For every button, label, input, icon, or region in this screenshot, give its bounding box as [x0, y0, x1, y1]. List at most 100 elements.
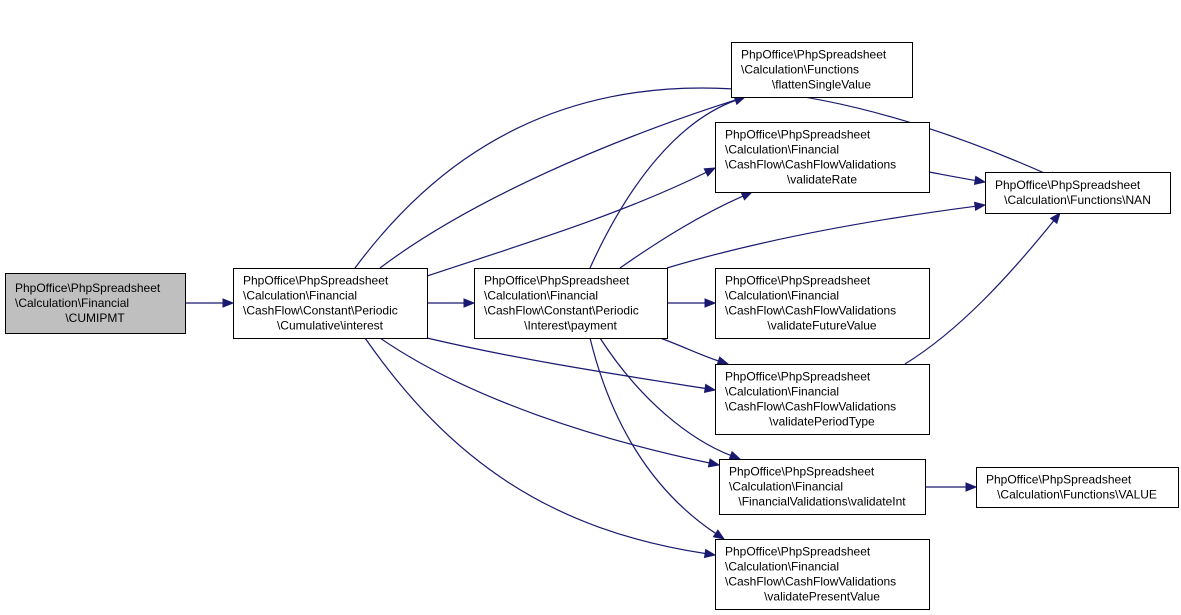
node-box[interactable]	[233, 268, 428, 339]
edge-interest-to-validateInt	[379, 337, 721, 468]
edge-line	[379, 337, 711, 464]
edge-validateRate-to-nan	[928, 171, 987, 186]
arrow-head-icon	[973, 201, 987, 212]
edge-cumipmt-to-interest	[185, 298, 235, 308]
node-validateRate[interactable]: PhpOffice\PhpSpreadsheet\Calculation\Fin…	[715, 122, 930, 193]
edge-line	[426, 171, 708, 277]
node-label-line: \CUMIPMT	[65, 311, 125, 325]
node-label-line: PhpOffice\PhpSpreadsheet	[995, 178, 1141, 192]
arrow-head-icon	[704, 298, 717, 308]
arrow-head-icon	[973, 175, 987, 186]
edge-interest-to-nan	[354, 87, 1062, 269]
node-label-line: \Calculation\Financial	[15, 296, 129, 310]
node-label-line: \flattenSingleValue	[772, 78, 872, 92]
arrow-head-icon	[707, 458, 721, 468]
node-label-line: PhpOffice\PhpSpreadsheet	[729, 465, 875, 479]
node-label-line: \CashFlow\CashFlowValidations	[725, 400, 896, 414]
edge-payment-to-validatePresentValue	[589, 337, 726, 540]
node-box[interactable]	[976, 467, 1179, 508]
node-label-line: \CashFlow\Constant\Periodic	[484, 304, 639, 318]
node-box[interactable]	[731, 42, 913, 98]
node-box[interactable]	[474, 268, 668, 339]
node-label-line: \Calculation\Financial	[725, 385, 839, 399]
node-label-line: \CashFlow\Constant\Periodic	[243, 304, 398, 318]
arrow-head-icon	[716, 356, 730, 366]
node-label-line: \CashFlow\CashFlowValidations	[725, 304, 896, 318]
node-box[interactable]	[715, 539, 930, 610]
edge-interest-to-validatePresentValue	[364, 337, 717, 559]
node-label-line: PhpOffice\PhpSpreadsheet	[243, 274, 389, 288]
nodes-layer: PhpOffice\PhpSpreadsheet\Calculation\Fin…	[5, 42, 1179, 610]
arrow-head-icon	[712, 529, 726, 540]
node-label-line: PhpOffice\PhpSpreadsheet	[15, 281, 161, 295]
node-box[interactable]	[715, 268, 930, 339]
node-label-line: \validateRate	[787, 173, 857, 187]
node-label-line: \Calculation\Financial	[725, 143, 839, 157]
edge-validatePeriodType-to-nan	[904, 211, 1061, 365]
node-cumipmt[interactable]: PhpOffice\PhpSpreadsheet\Calculation\Fin…	[5, 273, 186, 334]
node-label-line: PhpOffice\PhpSpreadsheet	[725, 274, 871, 288]
arrow-head-icon	[703, 167, 717, 177]
edge-interest-to-validatePeriodType	[426, 337, 717, 394]
node-label-line: \Calculation\Functions\NAN	[1004, 193, 1151, 207]
node-box[interactable]	[985, 172, 1171, 214]
node-label-line: \Cumulative\interest	[277, 319, 384, 333]
edge-interest-to-payment	[427, 298, 476, 308]
edge-line	[659, 337, 720, 362]
node-label-line: \Interest\payment	[524, 319, 617, 333]
edge-line	[589, 337, 717, 535]
node-interest[interactable]: PhpOffice\PhpSpreadsheet\Calculation\Fin…	[233, 268, 428, 339]
edge-line	[904, 219, 1055, 365]
arrow-head-icon	[740, 191, 754, 201]
edge-line	[589, 99, 737, 269]
edge-line	[928, 171, 977, 182]
node-label-line: PhpOffice\PhpSpreadsheet	[741, 48, 887, 62]
arrow-head-icon	[703, 548, 717, 559]
edge-payment-to-validateRate	[619, 191, 754, 269]
node-validatePresentValue[interactable]: PhpOffice\PhpSpreadsheet\Calculation\Fin…	[715, 539, 930, 610]
node-validateInt[interactable]: PhpOffice\PhpSpreadsheet\Calculation\Fin…	[719, 459, 926, 515]
node-validatePeriodType[interactable]: PhpOffice\PhpSpreadsheet\Calculation\Fin…	[715, 364, 930, 435]
edge-interest-to-validateRate	[426, 167, 717, 277]
arrow-head-icon	[728, 450, 742, 460]
edge-line	[379, 99, 737, 269]
node-label-line: \validatePresentValue	[764, 590, 880, 604]
node-label-line: \CashFlow\CashFlowValidations	[725, 158, 896, 172]
node-box[interactable]	[719, 459, 926, 515]
node-box[interactable]	[5, 273, 186, 334]
node-flatten[interactable]: PhpOffice\PhpSpreadsheet\Calculation\Fun…	[731, 42, 913, 98]
node-label-line: \Calculation\Functions\VALUE	[997, 488, 1157, 502]
arrow-head-icon	[463, 298, 476, 308]
node-label-line: PhpOffice\PhpSpreadsheet	[484, 274, 630, 288]
edge-payment-to-nan	[666, 201, 987, 269]
node-label-line: PhpOffice\PhpSpreadsheet	[725, 545, 871, 559]
node-label-line: PhpOffice\PhpSpreadsheet	[725, 128, 871, 142]
arrow-head-icon	[1049, 211, 1061, 225]
node-label-line: \Calculation\Financial	[729, 480, 843, 494]
node-label-line: \Calculation\Financial	[725, 289, 839, 303]
node-label-line: \Calculation\Financial	[725, 560, 839, 574]
node-label-line: \Calculation\Financial	[484, 289, 598, 303]
node-nan[interactable]: PhpOffice\PhpSpreadsheet\Calculation\Fun…	[985, 172, 1171, 214]
edge-validateInt-to-value	[924, 482, 978, 492]
edge-line	[354, 87, 1053, 269]
edge-line	[599, 337, 732, 457]
node-payment[interactable]: PhpOffice\PhpSpreadsheet\Calculation\Fin…	[474, 268, 668, 339]
node-label-line: \Calculation\Functions	[741, 63, 859, 77]
edge-line	[619, 195, 745, 269]
node-value[interactable]: PhpOffice\PhpSpreadsheet\Calculation\Fun…	[976, 467, 1179, 508]
node-box[interactable]	[715, 364, 930, 435]
arrow-head-icon	[222, 298, 235, 308]
arrow-head-icon	[965, 482, 978, 492]
node-label-line: PhpOffice\PhpSpreadsheet	[986, 473, 1132, 487]
edge-line	[364, 337, 707, 555]
node-label-line: \validateFutureValue	[767, 319, 877, 333]
node-box[interactable]	[715, 122, 930, 193]
node-validateFutureValue[interactable]: PhpOffice\PhpSpreadsheet\Calculation\Fin…	[715, 268, 930, 339]
edge-line	[666, 205, 977, 269]
edge-payment-to-validateFutureValue	[667, 298, 717, 308]
edge-line	[426, 337, 707, 390]
node-label-line: \CashFlow\CashFlowValidations	[725, 575, 896, 589]
edge-payment-to-validatePeriodType	[659, 337, 730, 366]
